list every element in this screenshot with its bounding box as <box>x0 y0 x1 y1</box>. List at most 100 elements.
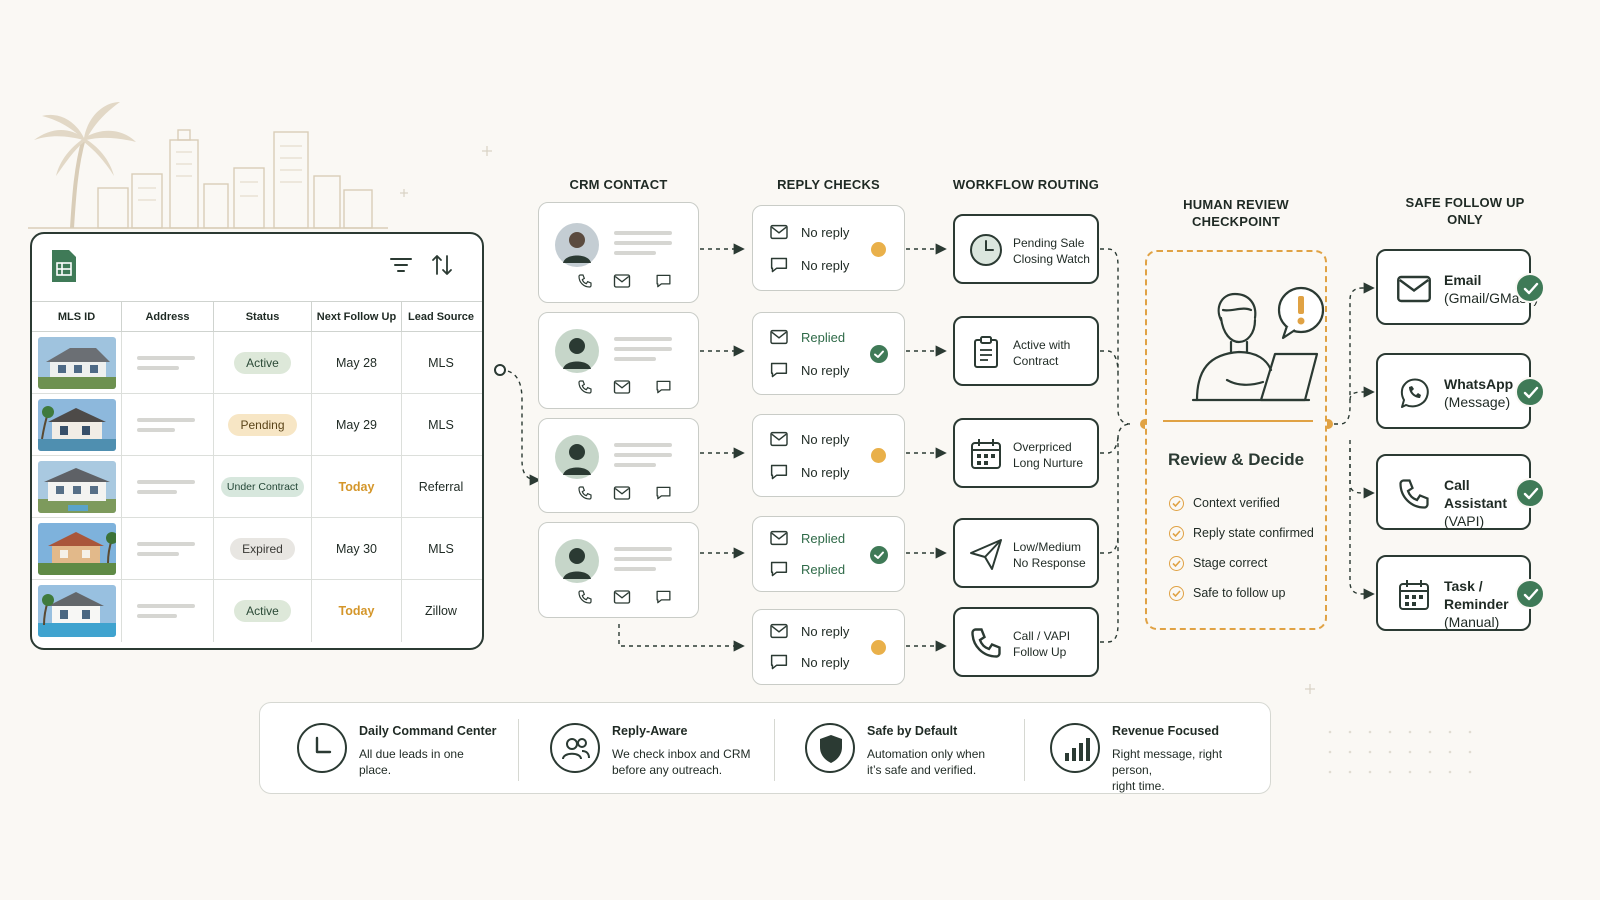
workflow-line: Follow Up <box>1013 644 1070 660</box>
workflow-line: Low/Medium <box>1013 539 1086 555</box>
calendar-icon <box>968 436 1004 472</box>
feature-text: Safe by DefaultAutomation only whenit’s … <box>867 723 985 778</box>
reply-check-card: No reply No reply <box>752 414 905 497</box>
mail-icon[interactable] <box>613 273 631 289</box>
feature-line: Automation only when <box>867 746 985 762</box>
check-icon <box>870 546 888 564</box>
mail-icon[interactable] <box>613 485 631 501</box>
reply-email-row: No reply <box>769 623 849 639</box>
feature-title: Revenue Focused <box>1112 723 1265 739</box>
reply-email-row: No reply <box>769 431 849 447</box>
safe-channel-email[interactable]: Email(Gmail/GMass) <box>1376 249 1531 325</box>
reviewer-illustration <box>1167 282 1317 407</box>
mail-icon[interactable] <box>613 379 631 395</box>
shield-icon <box>805 723 855 773</box>
workflow-line: Contract <box>1013 353 1070 369</box>
human-review-checkpoint: Review & Decide Context verified Reply s… <box>1145 250 1327 630</box>
email-reply-state: No reply <box>801 432 849 447</box>
review-check-label: Reply state confirmed <box>1193 526 1314 540</box>
safe-channel-task-reminder[interactable]: Task / Reminder(Manual) <box>1376 555 1531 631</box>
reply-check-card: No reply No reply <box>752 205 905 291</box>
phone-icon[interactable] <box>577 589 593 605</box>
safe-channel-call-assistant[interactable]: Call Assistant(VAPI) <box>1376 454 1531 530</box>
feature-title: Reply-Aware <box>612 723 751 739</box>
mail-icon <box>1396 271 1432 307</box>
chat-icon <box>769 560 789 578</box>
crm-contact-card[interactable] <box>538 522 699 618</box>
check-icon <box>870 345 888 363</box>
review-title-line: CHECKPOINT <box>1140 213 1332 230</box>
feature-line: All due leads in one place. <box>359 746 497 778</box>
channel-label: WhatsApp(Message) <box>1444 375 1513 411</box>
mail-icon <box>769 224 789 240</box>
reply-check-card: No reply No reply <box>752 609 905 685</box>
channel-name: WhatsApp <box>1444 375 1513 393</box>
reply-message-row: No reply <box>769 463 849 481</box>
feature-line: We check inbox and CRM <box>612 746 751 762</box>
phone-icon[interactable] <box>577 273 593 289</box>
verified-check-icon <box>1515 377 1545 407</box>
contact-placeholder-lines <box>614 443 672 467</box>
reply-email-row: Replied <box>769 530 845 546</box>
feature-line: right time. <box>1112 778 1265 794</box>
crm-contact-card[interactable] <box>538 312 699 409</box>
message-reply-state: No reply <box>801 655 849 670</box>
workflow-column-title: WORKFLOW ROUTING <box>936 176 1116 193</box>
workflow-line: Active with <box>1013 337 1070 353</box>
users-icon <box>550 723 600 773</box>
review-check-label: Stage correct <box>1193 556 1267 570</box>
feature-line: it’s safe and verified. <box>867 762 985 778</box>
email-reply-state: No reply <box>801 225 849 240</box>
reply-email-row: Replied <box>769 329 845 345</box>
chat-icon[interactable] <box>655 485 672 501</box>
verified-check-icon <box>1515 478 1545 508</box>
send-icon <box>968 536 1004 572</box>
reply-check-card: Replied No reply <box>752 312 905 395</box>
avatar <box>555 329 599 373</box>
crm-column-title: CRM CONTACT <box>538 176 699 193</box>
workflow-line: Pending Sale <box>1013 235 1090 251</box>
avatar <box>555 223 599 267</box>
review-check-label: Context verified <box>1193 496 1280 510</box>
check-circle-icon <box>1169 556 1184 571</box>
feature-line: before any outreach. <box>612 762 751 778</box>
verified-check-icon <box>1515 273 1545 303</box>
chat-icon[interactable] <box>655 589 672 605</box>
verified-check-icon <box>1515 579 1545 609</box>
mail-icon <box>769 623 789 639</box>
avatar <box>555 539 599 583</box>
mail-icon <box>769 329 789 345</box>
workflow-line: Call / VAPI <box>1013 628 1070 644</box>
reply-message-row: No reply <box>769 256 849 274</box>
clipboard-icon <box>968 334 1004 370</box>
crm-contact-card[interactable] <box>538 202 699 303</box>
phone-icon[interactable] <box>577 379 593 395</box>
review-check-item: Reply state confirmed <box>1169 518 1314 548</box>
channel-detail: (Message) <box>1444 393 1513 411</box>
mail-icon[interactable] <box>613 589 631 605</box>
workflow-line: Long Nurture <box>1013 455 1083 471</box>
phone-icon <box>968 625 1004 661</box>
check-circle-icon <box>1169 496 1184 511</box>
chat-icon[interactable] <box>655 273 672 289</box>
chat-icon[interactable] <box>655 379 672 395</box>
review-check-item: Context verified <box>1169 488 1314 518</box>
workflow-line: Overpriced <box>1013 439 1083 455</box>
message-reply-state: No reply <box>801 465 849 480</box>
clock-icon <box>297 723 347 773</box>
phone-icon[interactable] <box>577 485 593 501</box>
mail-icon <box>769 530 789 546</box>
safe-channel-whatsapp[interactable]: WhatsApp(Message) <box>1376 353 1531 429</box>
chat-icon <box>769 361 789 379</box>
crm-contact-card[interactable] <box>538 418 699 513</box>
bar-chart-icon <box>1050 723 1100 773</box>
clock-icon <box>968 232 1004 268</box>
